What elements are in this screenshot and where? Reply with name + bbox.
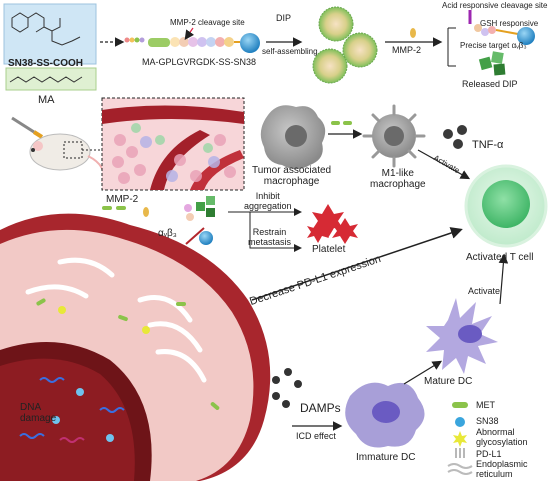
- integrin-label: αᵥβ₃: [158, 228, 177, 239]
- tnf-label: TNF-α: [472, 139, 504, 151]
- met-pill-icon: [331, 121, 340, 125]
- legend-sn38-label: SN38: [476, 416, 499, 426]
- tnf-alpha-icon: [443, 125, 467, 149]
- immature-dc-label: Immature DC: [356, 452, 416, 463]
- tumor-associated-macrophage: [260, 105, 326, 169]
- legend-met-swatch: [452, 402, 468, 408]
- conjugate-label: MA-GPLGVRGDK-SS-SN38: [142, 57, 257, 67]
- tumor-cell: [0, 213, 271, 481]
- cleaved-fragment: [468, 10, 535, 45]
- legend-er-label: Endoplasmic reticulum: [476, 459, 528, 479]
- legend-er-swatch: [447, 463, 473, 475]
- legend-pdl1-label: PD-L1: [476, 449, 502, 459]
- mmp2-label: MMP-2: [392, 45, 421, 55]
- m1-macrophage: [362, 104, 426, 168]
- platelet-label: Platelet: [312, 244, 346, 255]
- legend-met-label: MET: [476, 400, 495, 410]
- released-dip-icon: [478, 51, 506, 76]
- activate-arrow-top: [417, 149, 471, 180]
- self-assembling-label: self-assembling: [262, 47, 318, 56]
- immature-dc: [345, 382, 425, 448]
- damps-label: DAMPs: [300, 401, 341, 415]
- legend-pdl1-swatch: [455, 448, 465, 458]
- mmp2-enzyme-icon: [410, 28, 416, 38]
- gsh-label: GSH responsive: [480, 19, 539, 28]
- legend: [447, 402, 473, 475]
- legend-sn38-swatch: [455, 417, 465, 427]
- activated-t-cell: [464, 164, 548, 248]
- release-bracket: [447, 27, 456, 67]
- activate-arrow-bottom: [498, 253, 509, 305]
- acid-site-label: Acid responsive cleavage site: [442, 1, 548, 10]
- conjugate-chain: [148, 27, 260, 53]
- m1-label: M1-like macrophage: [370, 168, 426, 190]
- tumor-tissue-inset: [101, 97, 245, 191]
- integrin-receptor: [184, 196, 215, 245]
- damps-icon: [272, 368, 302, 408]
- restrain-label: Restrain metastasis: [248, 227, 292, 247]
- mature-dc: [426, 298, 498, 374]
- decrease-pdl1-arrow: [251, 227, 463, 301]
- tumor-mmp2-label: MMP-2: [106, 194, 139, 205]
- tam-label: Tumor associated macrophage: [252, 165, 332, 187]
- peptide-chain-small: [124, 37, 145, 43]
- dip-label: DIP: [276, 13, 292, 23]
- cleavage-site-label: MMP-2 cleavage site: [170, 18, 245, 27]
- ma-label: MA: [38, 94, 55, 106]
- mouse-model: [11, 116, 105, 183]
- precise-target-label: Precise target αᵥβ₃: [460, 41, 527, 50]
- legend-abnormal-label: Abnormal glycosylation: [476, 427, 528, 447]
- mmp2-enzyme-small: [143, 207, 149, 217]
- chemical-structure-panel: [3, 3, 97, 91]
- mature-dc-label: Mature DC: [424, 376, 473, 387]
- dip-nanoparticles: [312, 6, 378, 84]
- released-dip-label: Released DIP: [462, 79, 518, 89]
- t-cell-label: Activated T cell: [466, 252, 534, 263]
- sn38-label: SN38-SS-COOH: [8, 58, 84, 69]
- met-pill-small: [102, 206, 112, 210]
- maturation-arrow: [403, 360, 443, 385]
- dna-damage-label: DNA damage: [20, 402, 57, 424]
- icd-label: ICD effect: [296, 431, 336, 441]
- platelet-icon: [307, 204, 358, 244]
- legend-abnormal-swatch: [453, 431, 467, 447]
- inhibit-label: Inhibit aggregation: [244, 191, 292, 211]
- activate-bottom-label: Activate: [468, 286, 501, 296]
